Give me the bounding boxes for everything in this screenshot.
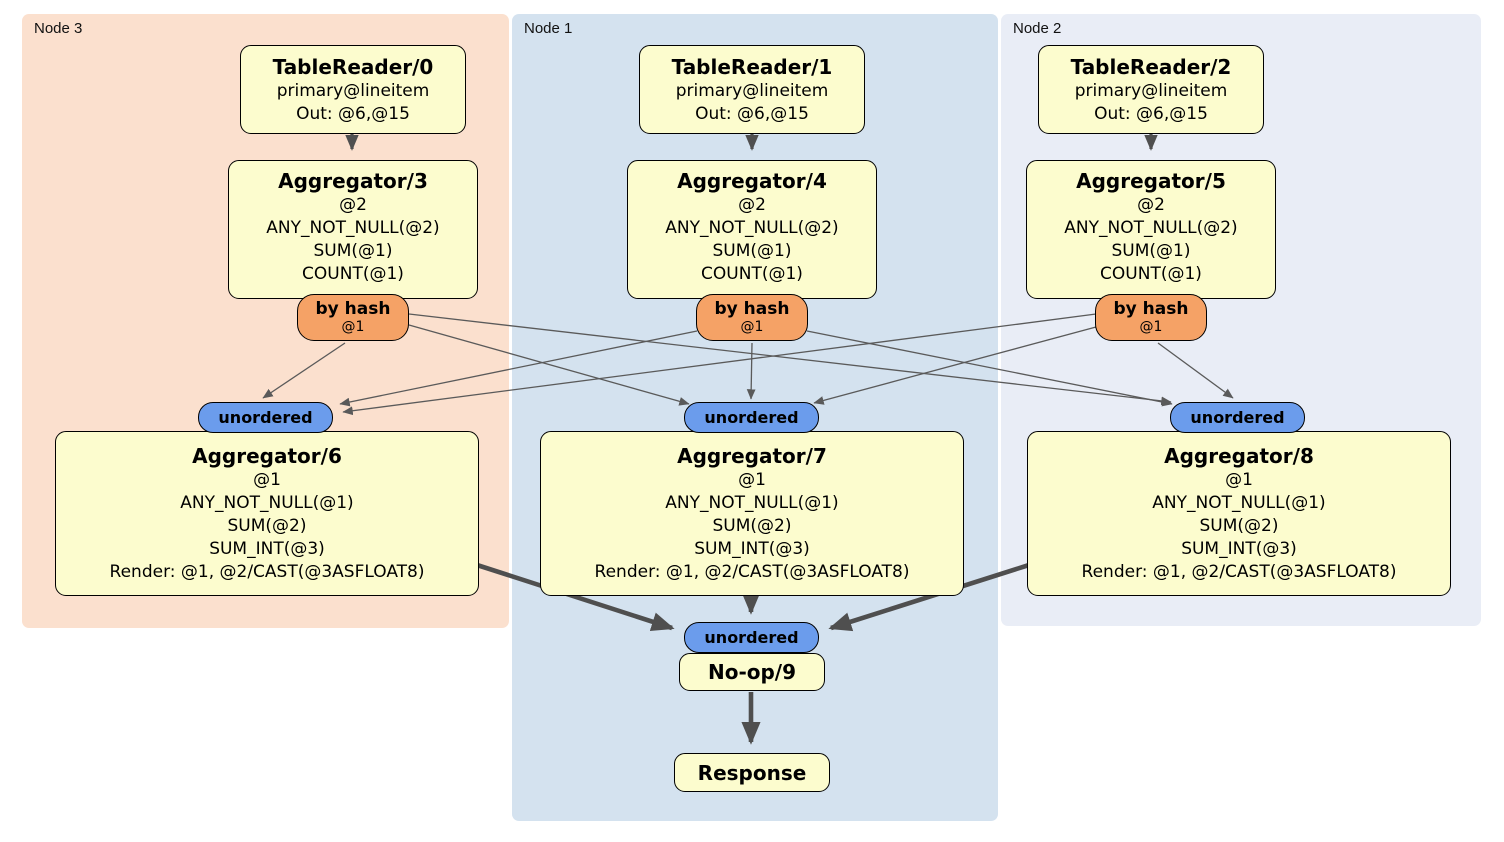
router-detail: @1 xyxy=(1139,319,1163,335)
agg-group-line: @1 xyxy=(1225,470,1253,490)
router-detail: @1 xyxy=(341,319,365,335)
agg-fn-line: COUNT(@1) xyxy=(302,263,404,284)
node-title: TableReader/1 xyxy=(671,54,833,79)
agg-fn-line: COUNT(@1) xyxy=(701,263,803,284)
stream-unordered-left: unordered xyxy=(198,402,333,433)
agg-fn-line: SUM_INT(@3) xyxy=(209,539,325,559)
region-node-1-label: Node 1 xyxy=(524,20,573,37)
stream-unordered-middle: unordered xyxy=(684,402,819,433)
stream-label: unordered xyxy=(218,408,313,427)
agg-group-line: @2 xyxy=(738,194,766,215)
agg-fn-line: SUM(@1) xyxy=(313,240,393,261)
node-aggregator-7: Aggregator/7 @1 ANY_NOT_NULL(@1) SUM(@2)… xyxy=(540,431,964,596)
node-table-reader-1: TableReader/1 primary@lineitem Out: @6,@… xyxy=(639,45,865,134)
agg-fn-line: SUM_INT(@3) xyxy=(1181,539,1297,559)
node-title: Aggregator/8 xyxy=(1164,444,1314,468)
region-node-2-label: Node 2 xyxy=(1013,20,1062,37)
node-title: Aggregator/7 xyxy=(677,444,827,468)
node-response: Response xyxy=(674,753,830,792)
agg-fn-line: SUM(@2) xyxy=(1199,516,1279,536)
stream-unordered-final: unordered xyxy=(684,622,819,653)
agg-render-line: Render: @1, @2/CAST(@3ASFLOAT8) xyxy=(1081,562,1397,582)
node-title: Aggregator/6 xyxy=(192,444,342,468)
router-by-hash-node3: by hash @1 xyxy=(297,294,409,341)
node-title: No-op/9 xyxy=(707,660,797,684)
agg-group-line: @1 xyxy=(738,470,766,490)
stream-label: unordered xyxy=(704,628,799,647)
agg-fn-line: SUM(@2) xyxy=(227,516,307,536)
agg-group-line: @2 xyxy=(339,194,367,215)
node-table-reader-0: TableReader/0 primary@lineitem Out: @6,@… xyxy=(240,45,466,134)
node-aggregator-4: Aggregator/4 @2 ANY_NOT_NULL(@2) SUM(@1)… xyxy=(627,160,877,299)
agg-fn-line: ANY_NOT_NULL(@1) xyxy=(180,493,354,513)
node-index-line: primary@lineitem xyxy=(675,80,829,101)
agg-render-line: Render: @1, @2/CAST(@3ASFLOAT8) xyxy=(109,562,425,582)
node-out-line: Out: @6,@15 xyxy=(695,103,809,124)
stream-label: unordered xyxy=(704,408,799,427)
agg-render-line: Render: @1, @2/CAST(@3ASFLOAT8) xyxy=(594,562,910,582)
stream-unordered-right: unordered xyxy=(1170,402,1305,433)
node-title: Aggregator/3 xyxy=(278,168,428,193)
agg-fn-line: ANY_NOT_NULL(@1) xyxy=(1152,493,1326,513)
agg-fn-line: ANY_NOT_NULL(@2) xyxy=(1064,217,1238,238)
agg-group-line: @2 xyxy=(1137,194,1165,215)
node-index-line: primary@lineitem xyxy=(276,80,430,101)
node-aggregator-6: Aggregator/6 @1 ANY_NOT_NULL(@1) SUM(@2)… xyxy=(55,431,479,596)
node-title: Aggregator/5 xyxy=(1076,168,1226,193)
node-aggregator-5: Aggregator/5 @2 ANY_NOT_NULL(@2) SUM(@1)… xyxy=(1026,160,1276,299)
agg-fn-line: SUM(@1) xyxy=(1111,240,1191,261)
router-label: by hash xyxy=(714,299,790,319)
router-label: by hash xyxy=(1113,299,1189,319)
agg-fn-line: ANY_NOT_NULL(@2) xyxy=(665,217,839,238)
agg-fn-line: COUNT(@1) xyxy=(1100,263,1202,284)
agg-fn-line: ANY_NOT_NULL(@2) xyxy=(266,217,440,238)
node-table-reader-2: TableReader/2 primary@lineitem Out: @6,@… xyxy=(1038,45,1264,134)
node-aggregator-3: Aggregator/3 @2 ANY_NOT_NULL(@2) SUM(@1)… xyxy=(228,160,478,299)
agg-fn-line: SUM_INT(@3) xyxy=(694,539,810,559)
region-node-3-label: Node 3 xyxy=(34,20,83,37)
agg-fn-line: SUM(@1) xyxy=(712,240,792,261)
agg-group-line: @1 xyxy=(253,470,281,490)
node-title: TableReader/2 xyxy=(1070,54,1232,79)
router-by-hash-node1: by hash @1 xyxy=(696,294,808,341)
node-noop-9: No-op/9 xyxy=(679,653,825,691)
agg-fn-line: ANY_NOT_NULL(@1) xyxy=(665,493,839,513)
node-out-line: Out: @6,@15 xyxy=(296,103,410,124)
node-out-line: Out: @6,@15 xyxy=(1094,103,1208,124)
node-index-line: primary@lineitem xyxy=(1074,80,1228,101)
router-label: by hash xyxy=(315,299,391,319)
stream-label: unordered xyxy=(1190,408,1285,427)
node-aggregator-8: Aggregator/8 @1 ANY_NOT_NULL(@1) SUM(@2)… xyxy=(1027,431,1451,596)
node-title: Response xyxy=(697,760,807,785)
router-by-hash-node2: by hash @1 xyxy=(1095,294,1207,341)
agg-fn-line: SUM(@2) xyxy=(712,516,792,536)
node-title: TableReader/0 xyxy=(272,54,434,79)
node-title: Aggregator/4 xyxy=(677,168,827,193)
router-detail: @1 xyxy=(740,319,764,335)
